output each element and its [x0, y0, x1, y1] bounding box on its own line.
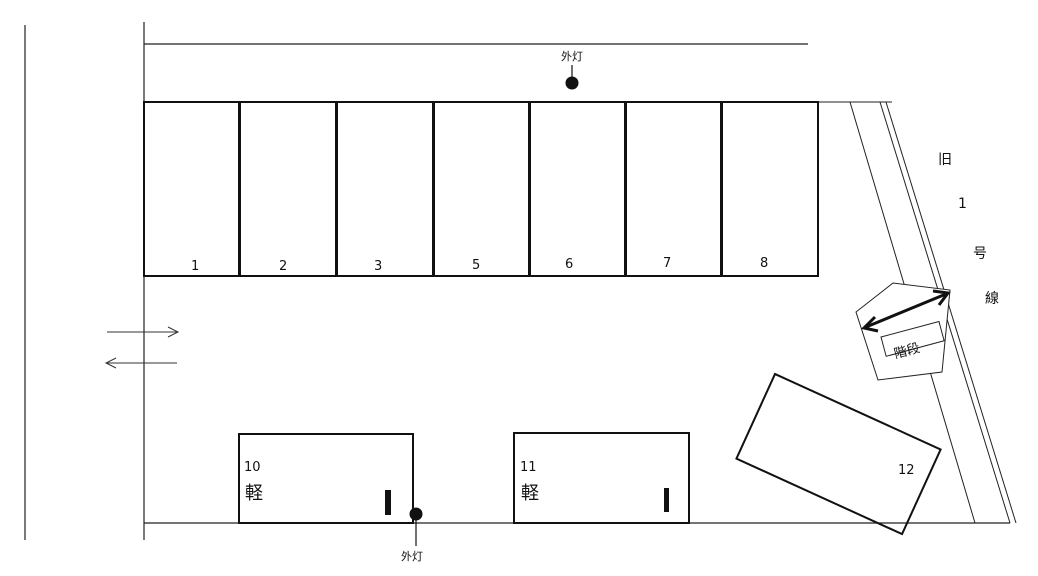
- parking-space-6: [529, 101, 626, 277]
- wheel-stop-10: [385, 490, 391, 515]
- kei-car-label-10: 軽: [245, 483, 263, 504]
- space-number-1: 1: [191, 259, 199, 274]
- space-number-10: 10: [244, 460, 261, 475]
- left-arrow-icon: [104, 357, 117, 369]
- right-arrow-icon: [167, 326, 180, 338]
- outdoor-light-label-bottom: 外灯: [401, 550, 423, 563]
- stair-arrow-head-right: [932, 289, 951, 306]
- kei-car-label-11: 軽: [521, 483, 539, 504]
- space-number-12: 12: [898, 463, 915, 478]
- parking-space-8: [721, 101, 819, 277]
- space-number-5: 5: [472, 258, 480, 273]
- parking-space-12: [735, 372, 942, 536]
- wheel-stop-11: [664, 488, 669, 512]
- stairs-box: [880, 320, 945, 357]
- parking-space-11: [513, 432, 690, 524]
- parking-space-7: [625, 101, 722, 277]
- parking-space-2: [239, 101, 337, 277]
- stairs-label: 階段: [893, 341, 922, 362]
- outdoor-light-bottom-icon: [409, 507, 423, 521]
- road-edge-outer-2: [885, 101, 1017, 524]
- parking-space-10: [238, 433, 414, 524]
- parking-space-3: [336, 101, 434, 277]
- parking-space-1: [143, 101, 240, 277]
- stair-arrow: [865, 292, 947, 329]
- stair-arrow-head-left: [860, 315, 879, 333]
- parking-space-5: [433, 101, 530, 277]
- space-number-11: 11: [520, 460, 537, 475]
- outdoor-light-label-top: 外灯: [561, 50, 583, 63]
- road-label-char-3: 号: [973, 246, 987, 262]
- space-number-6: 6: [565, 257, 573, 272]
- road-label-char-2: 1: [958, 196, 967, 212]
- parking-space-12-group: [735, 372, 942, 536]
- outdoor-light-top-icon: [565, 76, 579, 90]
- space-number-3: 3: [374, 259, 382, 274]
- space-number-2: 2: [279, 259, 287, 274]
- road-label-char-1: 旧: [938, 152, 952, 168]
- space-number-8: 8: [760, 256, 768, 271]
- space-number-7: 7: [663, 256, 671, 271]
- road-label-char-4: 線: [985, 291, 999, 307]
